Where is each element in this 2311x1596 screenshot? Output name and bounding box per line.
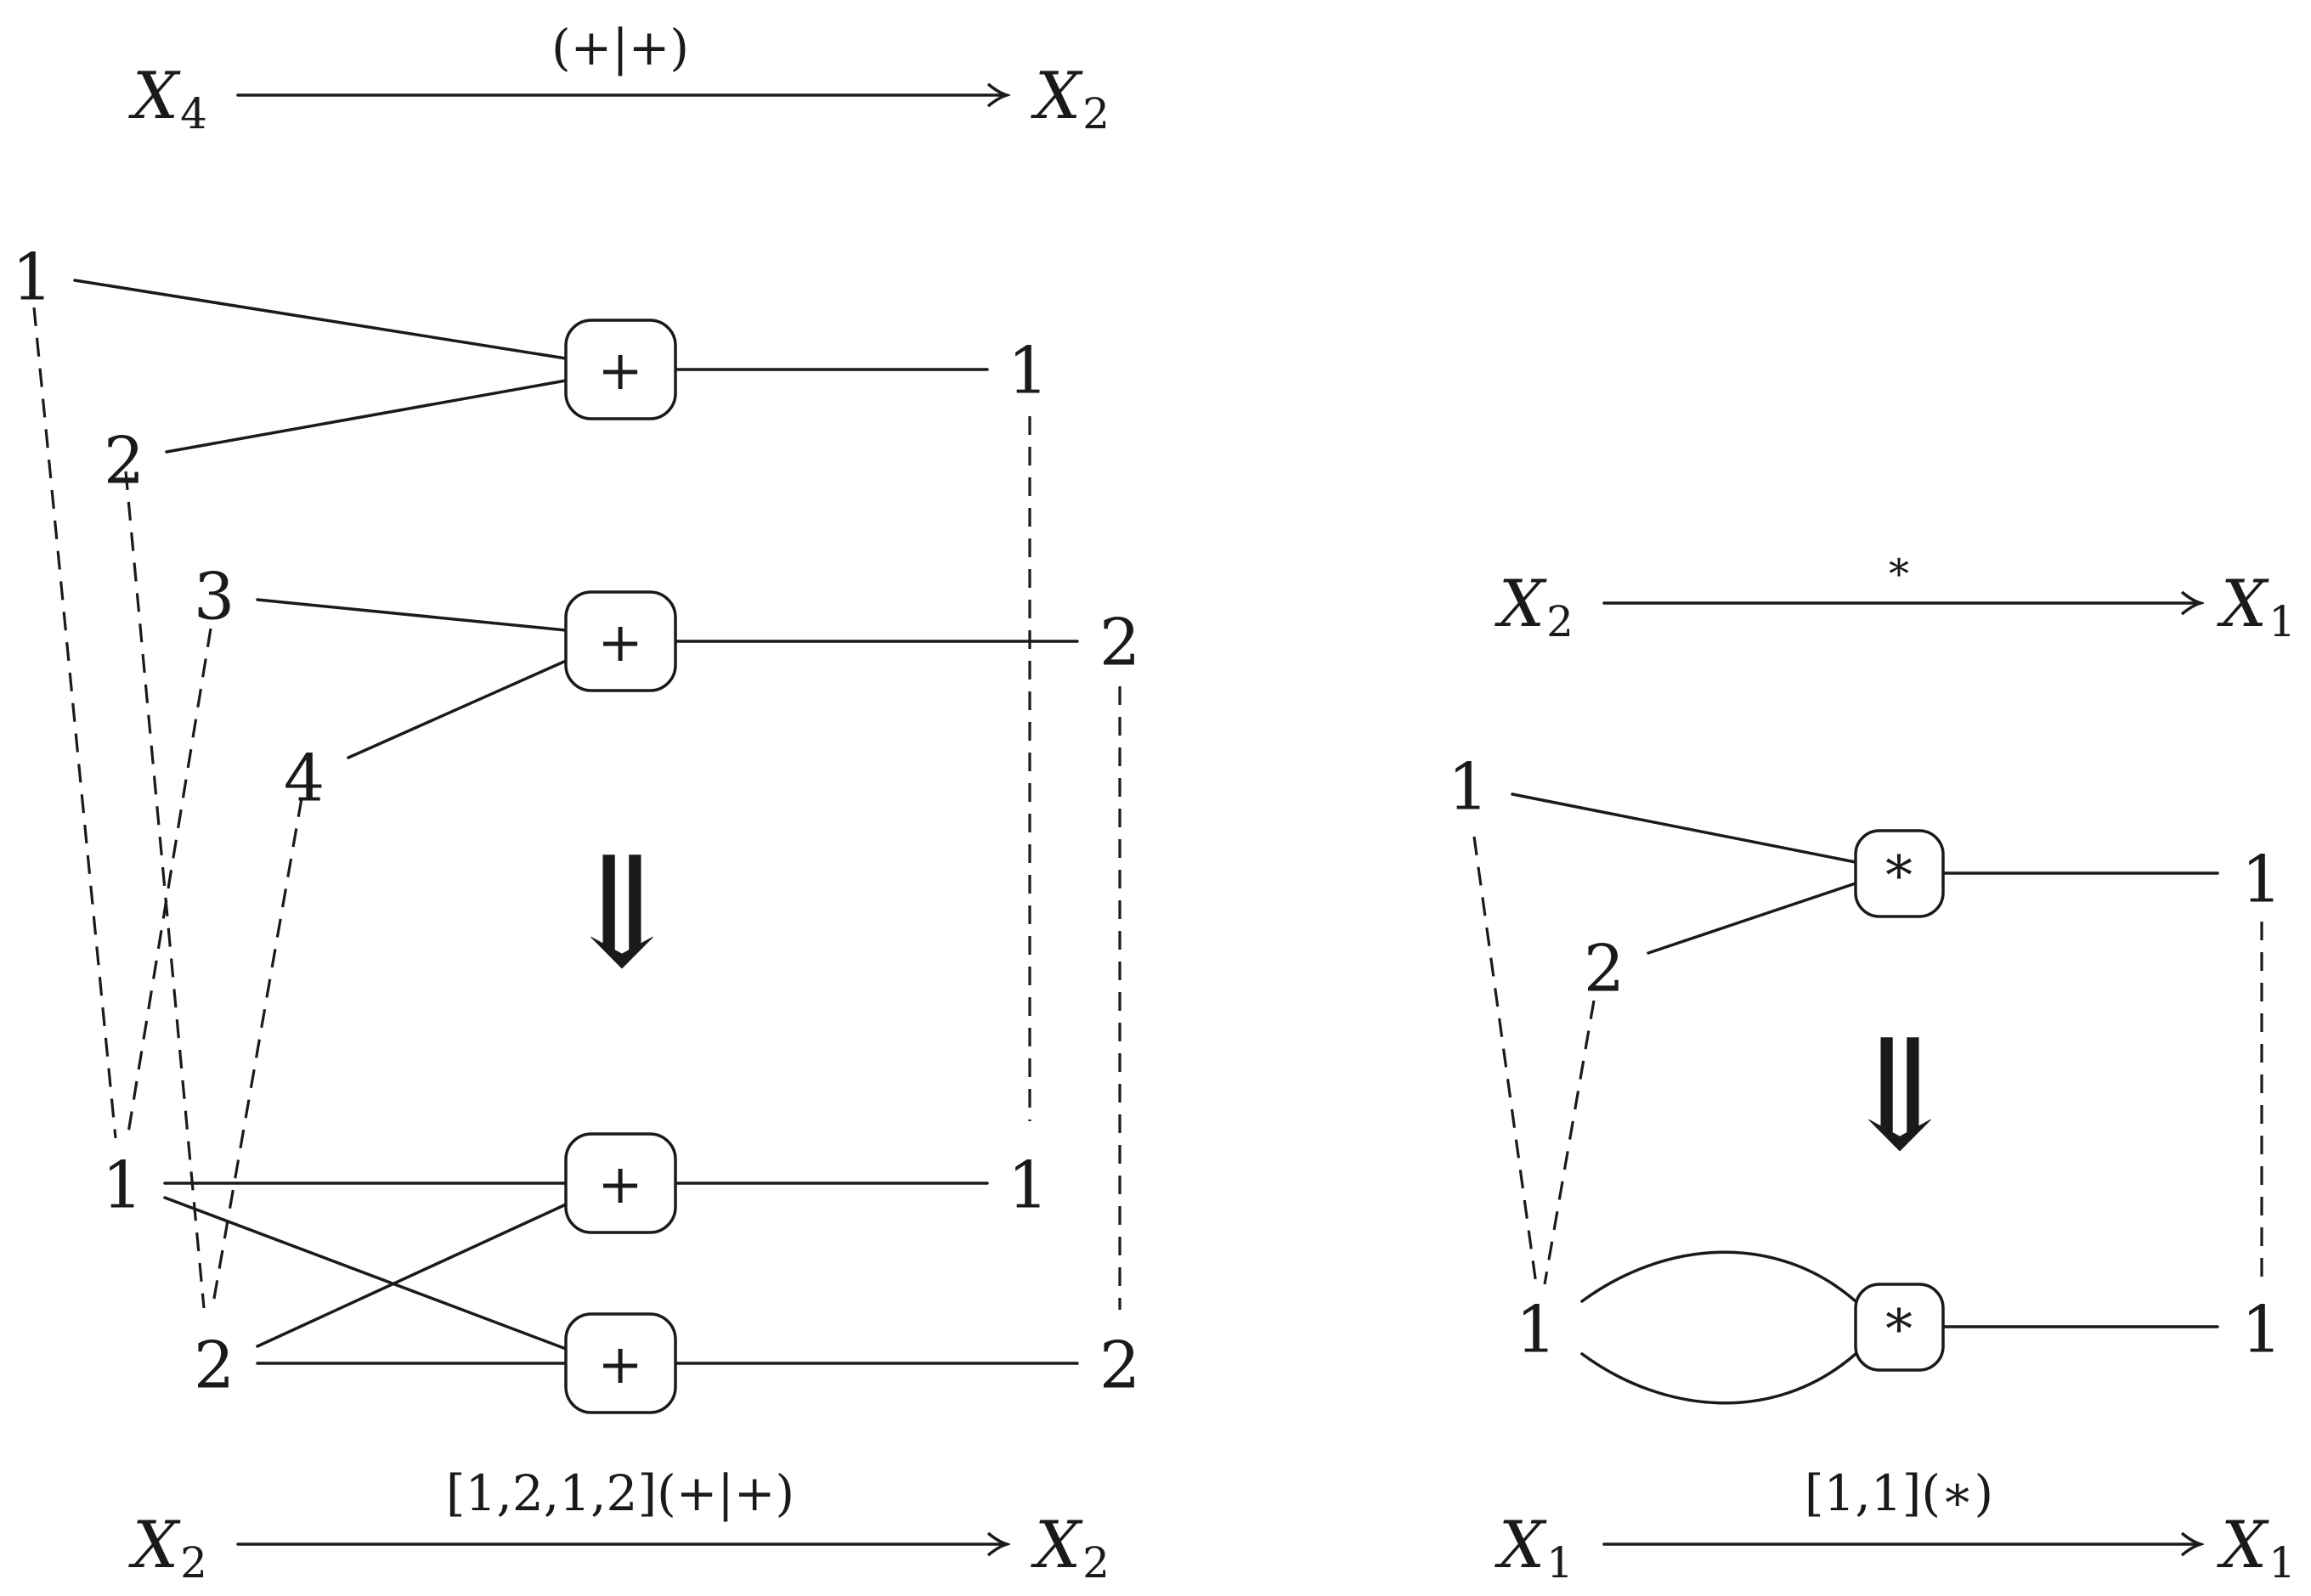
left-top-wires [73, 279, 1079, 759]
left-bottom-op-1: + [564, 1132, 677, 1234]
left-bottom-wires [163, 1181, 1079, 1365]
left-top-output-1: 1 [1008, 333, 1048, 409]
right-top-output-1: 1 [2241, 842, 2282, 917]
left-bottom-arrow: X2 [1,2,1,2](+|+) X2 [128, 1464, 1110, 1588]
left-implies-arrow: ⇓ [558, 825, 687, 1002]
svg-text:*: * [1885, 845, 1913, 908]
right-bottom-output-1: 1 [2241, 1292, 2282, 1368]
right-bottom-input-1: 1 [1516, 1292, 1557, 1368]
right-dashed-lines [1472, 836, 2263, 1285]
right-top-op-1: * [1854, 829, 1945, 918]
right-diagram: X2 * X1 1 2 1 * ⇓ [1448, 550, 2296, 1588]
left-bottom-input-1: 1 [102, 1148, 143, 1223]
right-top-wires [1511, 792, 2219, 955]
left-top-op-1: + [564, 319, 677, 420]
right-implies-arrow: ⇓ [1836, 1007, 1964, 1185]
left-top-input-2: 2 [104, 423, 144, 499]
left-top-arrow-source: X4 [128, 58, 207, 139]
right-top-input-1: 1 [1448, 749, 1489, 825]
right-bottom-wires [1580, 1250, 2219, 1405]
right-top-arrow-source: X2 [1495, 566, 1574, 647]
left-bottom-arrow-label: [1,2,1,2](+|+) [446, 1464, 794, 1522]
left-top-arrow-label: (+|+) [551, 19, 689, 76]
svg-text:*: * [1885, 1299, 1913, 1362]
left-bottom-op-2: + [564, 1312, 677, 1414]
left-diagram: X4 (+|+) X2 [12, 19, 1140, 1588]
right-top-arrow-target: X1 [2217, 566, 2296, 647]
right-bottom-arrow-target: X1 [2217, 1507, 2296, 1588]
right-top-arrow: X2 * X1 [1495, 550, 2296, 646]
right-top-input-2: 2 [1584, 931, 1624, 1007]
svg-text:+: + [597, 1334, 643, 1396]
right-bottom-arrow-label: [1,1](∗) [1805, 1464, 1993, 1522]
left-top-input-4: 4 [284, 741, 325, 816]
left-top-arrow-target: X2 [1031, 58, 1110, 139]
left-bottom-output-1: 1 [1008, 1148, 1048, 1223]
left-top-arrow: X4 (+|+) X2 [128, 19, 1110, 138]
svg-text:+: + [597, 1153, 643, 1216]
svg-text:+: + [597, 340, 643, 403]
left-bottom-input-2: 2 [194, 1328, 234, 1403]
left-top-op-2: + [564, 590, 677, 692]
left-dashed-lines [32, 307, 1122, 1310]
left-top-input-3: 3 [194, 559, 234, 634]
left-bottom-arrow-target: X2 [1031, 1507, 1110, 1588]
svg-text:+: + [597, 612, 643, 674]
left-top-output-2: 2 [1099, 605, 1140, 680]
right-top-arrow-label: * [1889, 550, 1909, 598]
right-bottom-arrow: X1 [1,1](∗) X1 [1495, 1464, 2296, 1588]
left-bottom-arrow-source: X2 [128, 1507, 207, 1588]
right-bottom-arrow-source: X1 [1495, 1507, 1574, 1588]
right-bottom-op-1: * [1854, 1283, 1945, 1372]
left-top-input-1: 1 [12, 240, 53, 315]
left-bottom-output-2: 2 [1099, 1328, 1140, 1403]
